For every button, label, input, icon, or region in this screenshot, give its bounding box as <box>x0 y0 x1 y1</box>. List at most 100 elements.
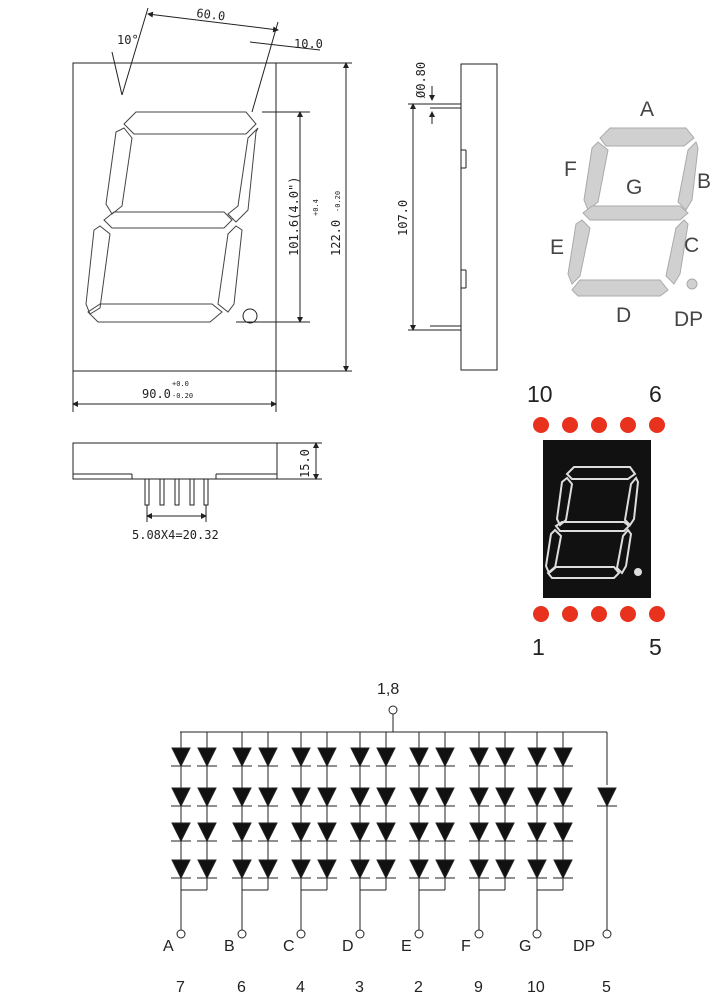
led-diode <box>435 787 455 808</box>
top-pin-row <box>533 417 665 433</box>
led-diode <box>495 822 515 843</box>
led-diode <box>171 822 191 843</box>
segment-label-dp: DP <box>674 308 703 331</box>
led-diode <box>232 787 252 808</box>
led-diode <box>376 822 396 843</box>
led-diode <box>350 822 370 843</box>
segment-b <box>677 141 699 211</box>
segment-pin-number: 2 <box>414 979 423 996</box>
led-diode <box>409 822 429 843</box>
led-diode <box>197 822 217 843</box>
led-diode <box>171 747 191 768</box>
led-diode <box>409 859 429 880</box>
segment-diagram <box>567 127 699 297</box>
led-diode <box>527 859 547 880</box>
segment-label-b: B <box>697 170 711 193</box>
pin-label-10: 10 <box>527 381 553 407</box>
dim-body-width-tol-minus: -0.20 <box>172 392 193 400</box>
segment-name-label: C <box>283 938 295 955</box>
dim-digit-height: 101.6(4.0") <box>287 177 301 256</box>
segment-name-label: D <box>342 938 354 955</box>
led-diode <box>469 787 489 808</box>
segment-terminal <box>355 929 365 939</box>
segment-name-label: B <box>224 938 235 955</box>
led-diode <box>171 859 191 880</box>
dim-depth: 15.0 <box>298 449 312 478</box>
segment-terminal <box>414 929 424 939</box>
led-diode <box>197 787 217 808</box>
segment-terminal <box>237 929 247 939</box>
led-diode <box>350 787 370 808</box>
segment-terminal <box>474 929 484 939</box>
led-diode <box>553 747 573 768</box>
front-body-outline <box>72 62 277 372</box>
front-digit-outline <box>85 111 259 323</box>
led-diode <box>435 747 455 768</box>
led-diode <box>469 747 489 768</box>
led-diode <box>171 787 191 808</box>
led-diode <box>527 822 547 843</box>
led-diode <box>291 787 311 808</box>
dim-pin-pitch: 5.08X4=20.32 <box>132 528 219 542</box>
led-diode <box>317 859 337 880</box>
led-diode <box>553 787 573 808</box>
dim-body-height-tol-plus: +0.4 <box>312 199 320 216</box>
pin-label-1: 1 <box>532 634 545 660</box>
dim-offset-right: 10.0 <box>294 37 323 51</box>
side-body-outline <box>460 63 498 371</box>
segment-pin-number: 6 <box>237 979 246 996</box>
led-diode <box>232 859 252 880</box>
led-diode <box>232 822 252 843</box>
pin-display <box>533 417 665 622</box>
front-dp-outline <box>242 308 258 324</box>
side-view <box>408 63 498 371</box>
segment-e <box>567 219 591 285</box>
led-diode <box>197 747 217 768</box>
segment-terminal <box>602 929 612 939</box>
dim-pin-diameter: Ø0.80 <box>414 62 428 98</box>
led-diode <box>350 859 370 880</box>
dim-width-top: 60.0 <box>196 6 226 23</box>
segment-label-a: A <box>640 98 654 121</box>
front-view <box>72 7 352 412</box>
segment-f <box>583 141 609 211</box>
dim-pin-length: 107.0 <box>396 200 410 236</box>
segment-pin-number: 10 <box>527 979 545 996</box>
pin-label-5: 5 <box>649 634 662 660</box>
segment-label-f: F <box>564 158 577 181</box>
led-diode <box>258 747 278 768</box>
dim-body-height-tol-minus: -0.20 <box>334 191 342 212</box>
dim-slant-angle: 10° <box>117 33 139 47</box>
segment-pin-number: 3 <box>355 979 364 996</box>
led-diode <box>291 747 311 768</box>
led-diode <box>553 822 573 843</box>
segment-d <box>571 279 669 297</box>
dim-body-width: 90.0 <box>142 387 171 401</box>
display-dp <box>634 568 642 576</box>
led-diode <box>197 859 217 880</box>
segment-label-c: C <box>684 234 699 257</box>
segment-a <box>599 127 695 147</box>
bottom-pins <box>144 478 209 506</box>
led-diode <box>553 859 573 880</box>
segment-pin-number: 7 <box>176 979 185 996</box>
common-pin-terminal <box>388 705 398 715</box>
segment-label-e: E <box>550 236 564 259</box>
led-diode <box>376 747 396 768</box>
segment-name-label: E <box>401 938 412 955</box>
bottom-view <box>72 442 322 522</box>
led-diode <box>495 787 515 808</box>
led-diode-dp <box>597 787 617 808</box>
led-diode <box>435 859 455 880</box>
led-diode <box>409 747 429 768</box>
segment-pin-number: 5 <box>602 979 611 996</box>
led-diode <box>376 859 396 880</box>
led-diode <box>350 747 370 768</box>
led-diode <box>495 859 515 880</box>
led-diode <box>317 747 337 768</box>
segment-name-label: G <box>519 938 531 955</box>
led-diode <box>435 822 455 843</box>
segment-name-label: A <box>163 938 174 955</box>
